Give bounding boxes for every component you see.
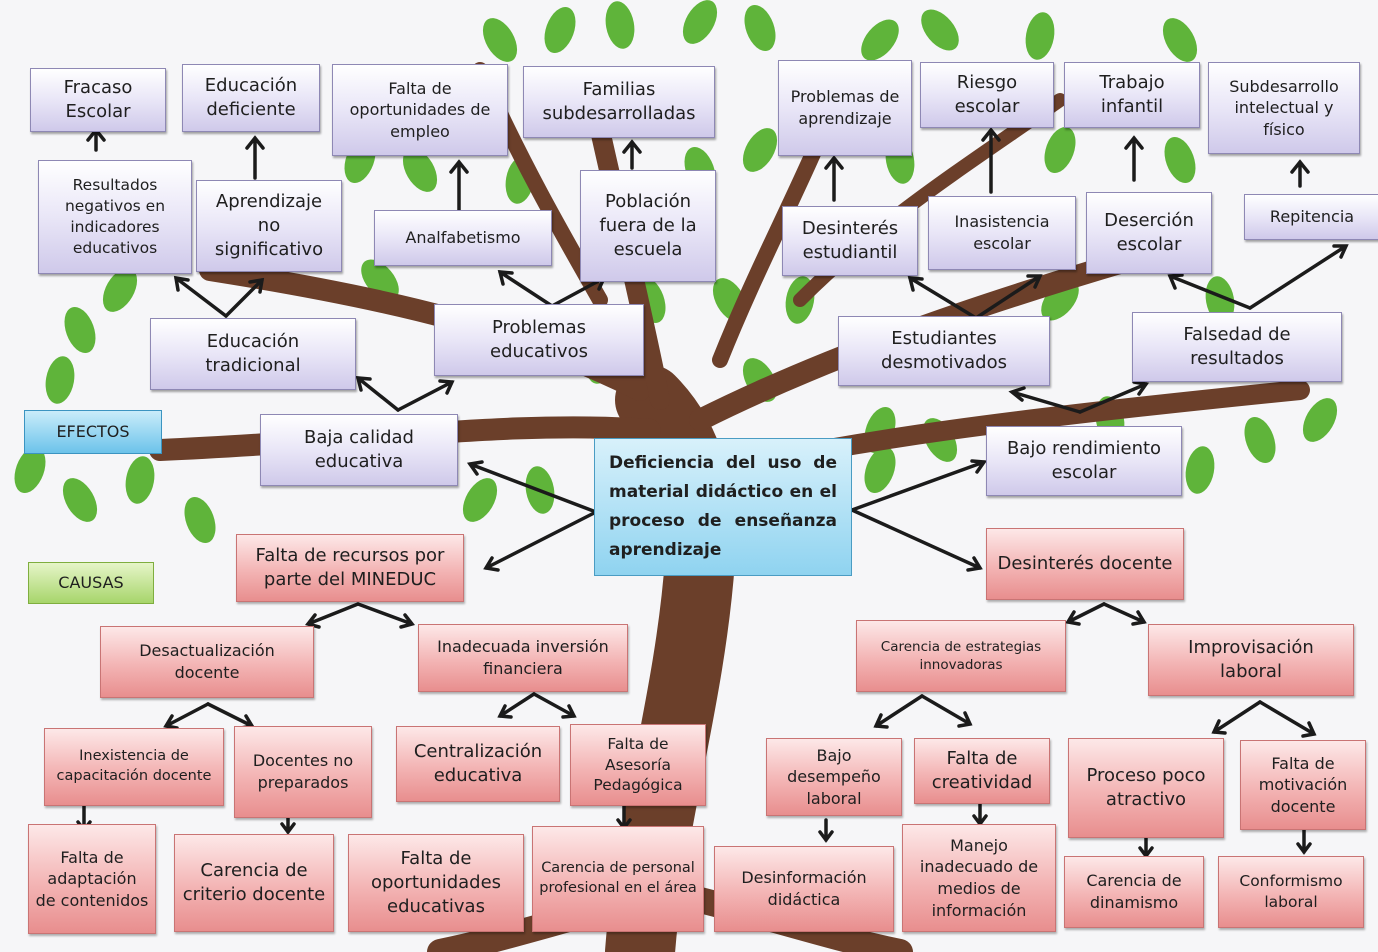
cause-carencia-personal-profesional: Carencia de personal profesional en el á… [532, 826, 704, 932]
cause-carencia-dinamismo: Carencia de dinamismo [1064, 856, 1204, 928]
effect-desercion-escolar: Deserción escolar [1086, 192, 1212, 274]
cause-manejo-inadecuado-medios: Manejo inadecuado de medios de informaci… [902, 824, 1056, 932]
cause-falta-recursos-mineduc: Falta de recursos por parte del MINEDUC [236, 534, 464, 602]
cause-inexistencia-capacitacion: Inexistencia de capacitación docente [44, 728, 224, 806]
leaf [125, 456, 155, 504]
cause-carencia-estrategias: Carencia de estrategias innovadoras [856, 620, 1066, 692]
cause-desinteres-docente: Desinterés docente [986, 528, 1184, 600]
cause-falta-oportunidades-educativas: Falta de oportunidades educativas [348, 834, 524, 932]
leaf [1044, 126, 1076, 174]
cause-proceso-poco-atractivo: Proceso poco atractivo [1068, 738, 1224, 838]
cause-carencia-criterio-docente: Carencia de criterio docente [174, 834, 334, 932]
leaf [402, 148, 438, 192]
leaf [864, 446, 896, 494]
effect-poblacion-fuera-escuela: Población fuera de la escuela [580, 170, 716, 282]
leaf [861, 19, 899, 61]
cause-desactualizacion-docente: Desactualización docente [100, 626, 314, 698]
effect-falta-oportunidades-empleo: Falta de oportunidades de empleo [332, 64, 508, 156]
leaf [62, 478, 98, 522]
effect-baja-calidad-educativa: Baja calidad educativa [260, 414, 458, 486]
effect-problemas-aprendizaje: Problemas de aprendizaje [778, 60, 912, 156]
cause-falta-creatividad: Falta de creatividad [914, 738, 1050, 804]
effect-educacion-tradicional: Educación tradicional [150, 318, 356, 390]
cause-falta-motivacion-docente: Falta de motivación docente [1240, 740, 1366, 830]
leaf [1205, 276, 1235, 324]
cause-docentes-no-preparados: Docentes no preparados [234, 726, 372, 818]
effect-familias-subdesarrolladas: Familias subdesarrolladas [523, 66, 715, 138]
leaf [921, 9, 959, 51]
effect-subdesarrollo-intelectual: Subdesarrollo intelectual y físico [1208, 62, 1360, 154]
effect-educacion-deficiente: Educación deficiente [182, 64, 320, 132]
connector-arrows [76, 127, 1349, 859]
leaf [1164, 136, 1196, 184]
effect-riesgo-escolar: Riesgo escolar [920, 62, 1054, 128]
leaf [1185, 446, 1215, 494]
effect-inasistencia-escolar: Inasistencia escolar [928, 196, 1076, 270]
leaf [1302, 398, 1338, 442]
leaf [102, 268, 138, 312]
effect-fracaso-escolar: Fracaso Escolar [30, 68, 166, 132]
leaf [462, 478, 498, 522]
leaf [184, 496, 216, 544]
leaf [682, 0, 718, 44]
leaf [14, 446, 46, 494]
leaf [1244, 416, 1276, 464]
cause-falta-asesoria: Falta de Asesoría Pedagógica [570, 724, 706, 806]
cause-bajo-desempeno: Bajo desempeño laboral [766, 738, 902, 816]
central-problem: Deficiencia del uso de material didáctic… [594, 438, 852, 576]
cause-conformismo-laboral: Conformismo laboral [1218, 856, 1364, 928]
cause-falta-adaptacion-contenidos: Falta de adaptación de contenidos [28, 824, 156, 934]
leaf [1025, 12, 1055, 60]
leaf [1162, 18, 1198, 62]
efectos-label: EFECTOS [24, 410, 162, 454]
leaf [45, 356, 75, 404]
cause-improvisacion-laboral: Improvisación laboral [1148, 624, 1354, 696]
effect-resultados-negativos: Resultados negativos en indicadores educ… [38, 160, 192, 274]
tree-leaves [14, 0, 1338, 544]
effect-repitencia: Repitencia [1244, 194, 1378, 240]
leaf [64, 306, 96, 354]
leaf [744, 4, 776, 52]
effect-bajo-rendimiento-escolar: Bajo rendimiento escolar [986, 426, 1182, 496]
causas-label: CAUSAS [28, 562, 154, 604]
leaf [605, 1, 635, 49]
cause-centralizacion-educativa: Centralización educativa [396, 726, 560, 802]
effect-trabajo-infantil: Trabajo infantil [1064, 62, 1200, 128]
cause-desinformacion-didactica: Desinformación didáctica [714, 846, 894, 932]
cause-inadecuada-inversion: Inadecuada inversión financiera [418, 624, 628, 692]
effect-analfabetismo: Analfabetismo [374, 210, 552, 266]
leaf [482, 18, 518, 62]
effect-estudiantes-desmotivados: Estudiantes desmotivados [838, 316, 1050, 386]
effect-aprendizaje-no-significativo: Aprendizaje no significativo [196, 180, 342, 272]
leaf [742, 128, 778, 172]
effect-problemas-educativos: Problemas educativos [434, 304, 644, 376]
leaf [544, 6, 576, 54]
effect-falsedad-resultados: Falsedad de resultados [1132, 312, 1342, 382]
effect-desinteres-estudiantil: Desinterés estudiantil [782, 206, 918, 276]
